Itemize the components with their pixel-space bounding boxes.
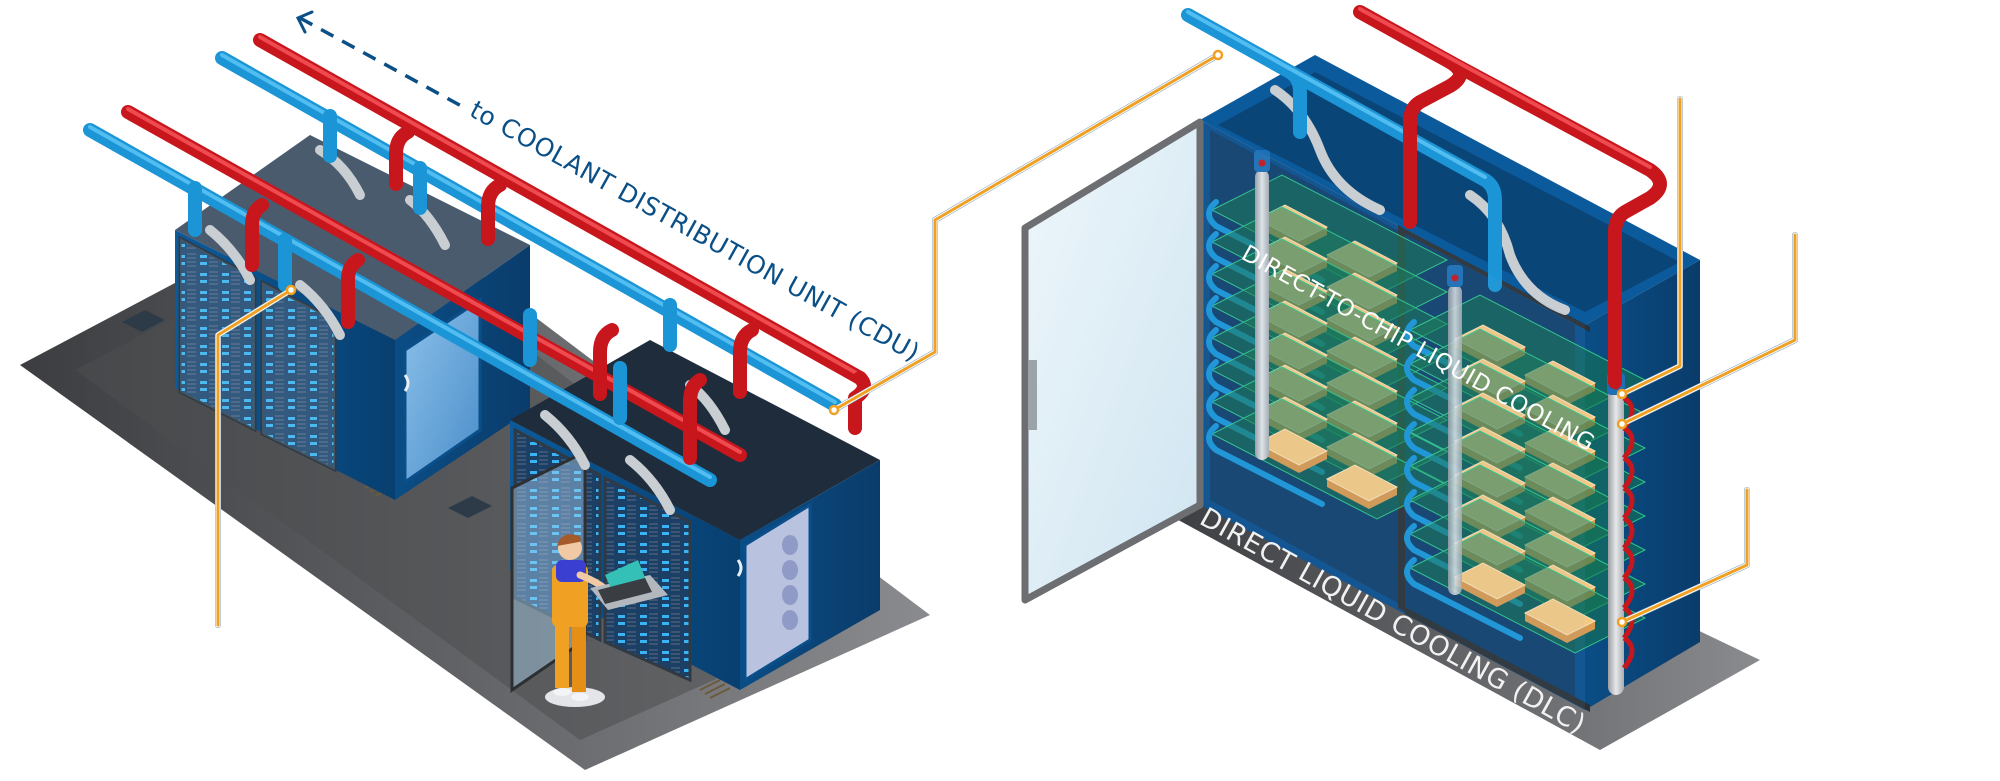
coolant-coil: [1206, 231, 1325, 315]
coolant-coil: [1404, 557, 1523, 641]
floor-tile: [448, 496, 492, 518]
coolant-coil: [1404, 353, 1523, 437]
cold-plate-side: [1525, 613, 1567, 643]
rack-top-inner: [1218, 72, 1680, 312]
callout-rack-cable: [215, 284, 297, 628]
floor-tile: [122, 310, 165, 332]
server-panel: [260, 279, 337, 473]
coolant-coil: [1404, 387, 1523, 471]
door-handle-icon: [1028, 360, 1037, 430]
cold-plate-side: [1455, 577, 1497, 607]
coolant-coil: [1206, 391, 1325, 475]
hot-return-pipe: [121, 105, 747, 462]
cold-plate-side: [1299, 451, 1327, 473]
cold-plate-side: [1567, 621, 1595, 643]
right-scene-dlc-rack: DIRECT-TO-CHIP LIQUID COOLING DIRECT LIQ…: [1021, 5, 1798, 750]
cold-plate-side: [1369, 487, 1397, 509]
coolant-coil: [1404, 421, 1523, 505]
cold-plate: [1325, 464, 1399, 502]
callout-return-manifold-top: [1616, 96, 1683, 400]
coolant-coil: [1206, 423, 1325, 507]
laptop-icon: [590, 560, 668, 610]
coolant-coil: [1206, 327, 1325, 411]
rack-glass-door: [1021, 118, 1204, 604]
coolant-pipes-right: [1181, 5, 1667, 389]
callout-return-manifold-low: [1616, 487, 1750, 628]
arrow-left-icon: [295, 10, 314, 34]
cold-plate: [1255, 428, 1329, 466]
cdu-direction-arrow: [295, 10, 466, 110]
hot-return-pipe: [253, 33, 867, 385]
server-trays: [1206, 174, 1647, 654]
technician-figure: [545, 534, 614, 707]
fan-icon: [782, 535, 798, 630]
coolant-pipes-left: [83, 33, 871, 487]
coolant-coil: [1404, 455, 1523, 539]
callout-row-end: [828, 49, 1224, 416]
valve-icon: [1254, 150, 1625, 395]
coolant-coil: [1404, 523, 1523, 607]
return-manifold: [1608, 385, 1624, 695]
cold-plate-side: [1327, 479, 1369, 509]
coolant-coil: [1206, 295, 1325, 379]
supply-manifold: [1255, 170, 1269, 460]
cold-plate: [1523, 598, 1597, 636]
callout-return-manifold-mid: [1616, 232, 1798, 430]
coolant-coil: [1404, 489, 1523, 573]
coolant-coil: [1206, 359, 1325, 443]
rack-cables: [1270, 85, 1570, 315]
supply-manifold: [1448, 285, 1462, 595]
coolant-coil: [1206, 263, 1325, 347]
cold-plate-side: [1497, 585, 1525, 607]
door-handle-icon: [403, 374, 410, 392]
cold-plate: [1453, 562, 1527, 600]
door-handle-icon: [736, 559, 743, 577]
coolant-coil: [1206, 199, 1325, 283]
coolant-coil: [1404, 319, 1523, 403]
